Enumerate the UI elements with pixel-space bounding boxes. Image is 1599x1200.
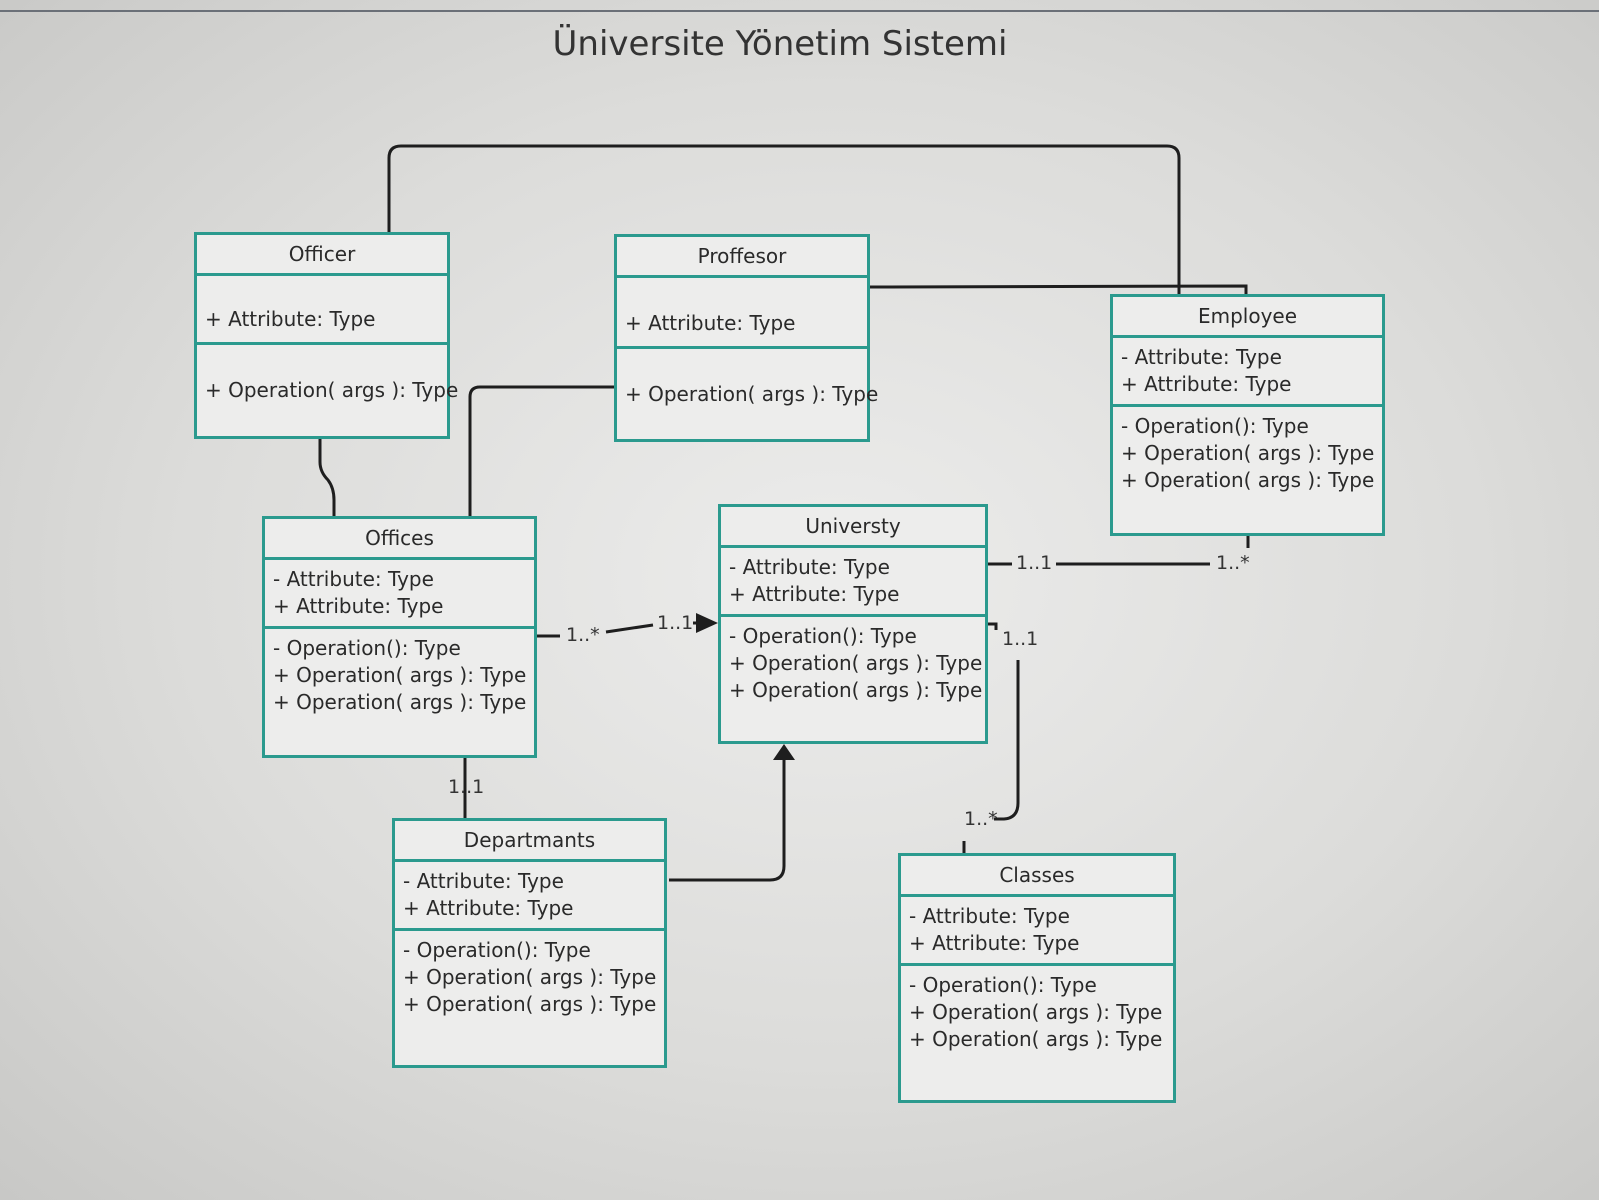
multiplicity-offices-universty-a: 1..* xyxy=(566,624,600,646)
operation-row: + Operation( args ): Type xyxy=(729,678,983,702)
proffesor-offices-link xyxy=(468,385,614,516)
multiplicity-universty-employee-a: 1..1 xyxy=(1016,552,1053,574)
operation-row: - Operation(): Type xyxy=(729,624,917,648)
operation-row: - Operation(): Type xyxy=(1121,414,1309,438)
attribute-row: - Attribute: Type xyxy=(1121,345,1282,369)
attribute-row: + Attribute: Type xyxy=(273,594,444,618)
multiplicity-universty-employee-b: 1..* xyxy=(1216,552,1250,574)
officer-employee-link xyxy=(387,144,1181,294)
class-officer-name: Officer xyxy=(197,235,447,276)
class-classes-name: Classes xyxy=(901,856,1173,897)
departmants-universty-link xyxy=(669,755,786,882)
proffesor-employee-link xyxy=(867,284,1248,294)
operation-row: + Operation( args ): Type xyxy=(273,690,527,714)
operation-row: + Operation( args ): Type xyxy=(403,992,657,1016)
officer-offices-link xyxy=(318,438,336,516)
operation-row: + Operation( args ): Type xyxy=(909,1000,1163,1024)
arrowhead-offices-universty xyxy=(696,613,718,633)
class-departmants-attributes: - Attribute: Type + Attribute: Type xyxy=(395,862,664,931)
class-employee-name: Employee xyxy=(1113,297,1382,338)
class-employee-attributes: - Attribute: Type + Attribute: Type xyxy=(1113,338,1382,407)
class-employee-operations: - Operation(): Type + Operation( args ):… xyxy=(1113,407,1382,533)
class-proffesor-attributes: + Attribute: Type xyxy=(617,278,867,349)
multiplicity-universty-classes-a: 1..1 xyxy=(1002,628,1039,650)
attribute-row: + Attribute: Type xyxy=(205,307,376,331)
attribute-row: - Attribute: Type xyxy=(729,555,890,579)
class-offices-attributes: - Attribute: Type + Attribute: Type xyxy=(265,560,534,629)
attribute-row: + Attribute: Type xyxy=(1121,372,1292,396)
diagram-title: Üniversite Yönetim Sistemi xyxy=(552,24,1008,64)
operation-row: + Operation( args ): Type xyxy=(1121,468,1375,492)
class-proffesor-name: Proffesor xyxy=(617,237,867,278)
attribute-row: + Attribute: Type xyxy=(625,311,796,335)
universty-classes-link xyxy=(988,622,998,630)
multiplicity-universty-classes-b: 1..* xyxy=(964,808,998,830)
class-employee[interactable]: Employee - Attribute: Type + Attribute: … xyxy=(1110,294,1385,536)
operation-row: + Operation( args ): Type xyxy=(205,378,459,402)
class-universty-attributes: - Attribute: Type + Attribute: Type xyxy=(721,548,985,617)
top-border-line xyxy=(0,10,1599,12)
class-departmants[interactable]: Departmants - Attribute: Type + Attribut… xyxy=(392,818,667,1068)
class-offices-operations: - Operation(): Type + Operation( args ):… xyxy=(265,629,534,755)
operation-row: + Operation( args ): Type xyxy=(273,663,527,687)
class-officer-operations: + Operation( args ): Type xyxy=(197,345,459,436)
operation-row: + Operation( args ): Type xyxy=(625,382,879,406)
class-classes-operations: - Operation(): Type + Operation( args ):… xyxy=(901,966,1173,1100)
class-universty-operations: - Operation(): Type + Operation( args ):… xyxy=(721,617,985,741)
class-departmants-operations: - Operation(): Type + Operation( args ):… xyxy=(395,931,664,1065)
operation-row: + Operation( args ): Type xyxy=(1121,441,1375,465)
class-universty-name: Universty xyxy=(721,507,985,548)
attribute-row: + Attribute: Type xyxy=(403,896,574,920)
multiplicity-offices-universty-b: 1..1 xyxy=(657,612,694,634)
attribute-row: + Attribute: Type xyxy=(729,582,900,606)
class-officer[interactable]: Officer + Attribute: Type + Operation( a… xyxy=(194,232,459,439)
class-proffesor-operations: + Operation( args ): Type xyxy=(617,349,879,439)
operation-row: - Operation(): Type xyxy=(909,973,1097,997)
class-departmants-name: Departmants xyxy=(395,821,664,862)
class-classes-attributes: - Attribute: Type + Attribute: Type xyxy=(901,897,1173,966)
operation-row: + Operation( args ): Type xyxy=(403,965,657,989)
operation-row: - Operation(): Type xyxy=(403,938,591,962)
class-classes[interactable]: Classes - Attribute: Type + Attribute: T… xyxy=(898,853,1176,1103)
arrowhead-departmants-universty xyxy=(773,744,795,760)
attribute-row: - Attribute: Type xyxy=(909,904,1070,928)
class-offices-name: Offices xyxy=(265,519,534,560)
operation-row: - Operation(): Type xyxy=(273,636,461,660)
multiplicity-offices-departmants: 1..1 xyxy=(448,776,485,798)
class-offices[interactable]: Offices - Attribute: Type + Attribute: T… xyxy=(262,516,537,758)
attribute-row: + Attribute: Type xyxy=(909,931,1080,955)
class-officer-attributes: + Attribute: Type xyxy=(197,276,447,345)
operation-row: + Operation( args ): Type xyxy=(729,651,983,675)
attribute-row: - Attribute: Type xyxy=(403,869,564,893)
class-universty[interactable]: Universty - Attribute: Type + Attribute:… xyxy=(718,504,988,744)
operation-row: + Operation( args ): Type xyxy=(909,1027,1163,1051)
class-proffesor[interactable]: Proffesor + Attribute: Type + Operation(… xyxy=(614,234,879,442)
attribute-row: - Attribute: Type xyxy=(273,567,434,591)
